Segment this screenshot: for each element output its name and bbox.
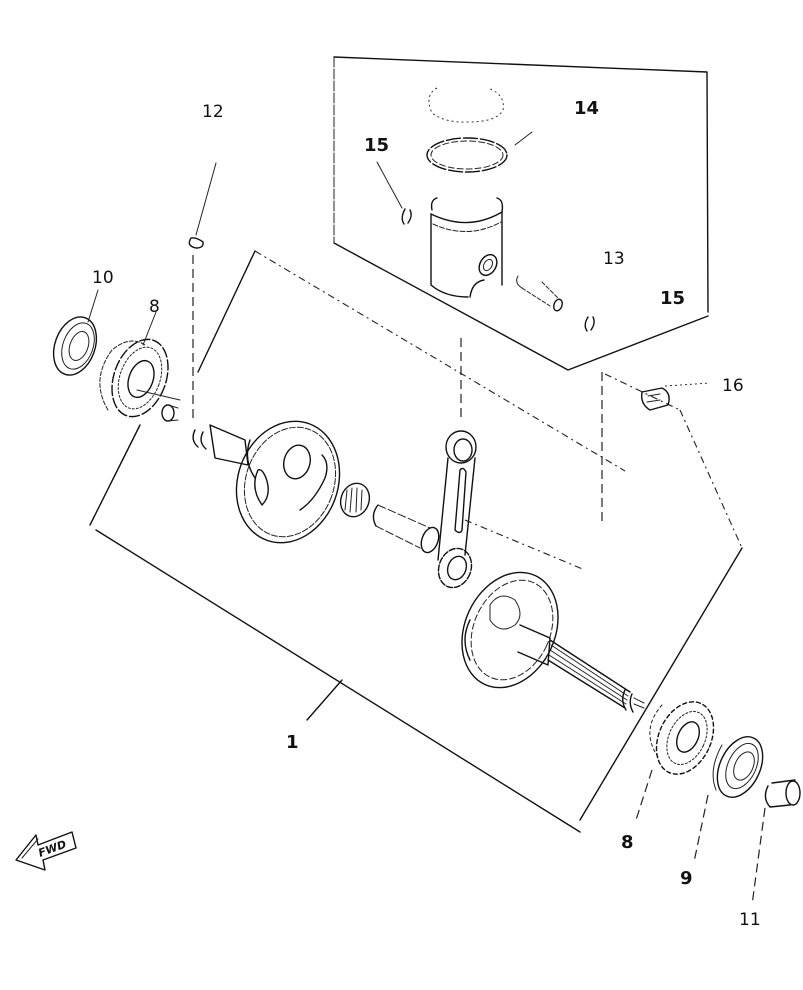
callout-11: 11: [739, 910, 761, 930]
crank-pin: [372, 504, 440, 554]
callout-9: 9: [680, 868, 693, 889]
callout-14: 14: [574, 98, 599, 119]
piston-pin-clip-right: [584, 316, 595, 332]
oil-seal-left: [52, 316, 98, 376]
woodruff-key: [188, 237, 204, 249]
small-end-bearing: [640, 387, 670, 411]
crank-web-right: [461, 571, 559, 689]
collar: [764, 779, 801, 808]
connecting-rod: [437, 430, 477, 589]
forward-arrow-icon: FWD: [15, 831, 77, 871]
bearing-left: [99, 338, 181, 418]
crank-web-left: [192, 420, 341, 544]
oil-seal-right: [712, 736, 764, 798]
crankpin-needle-bearing: [339, 482, 371, 518]
leader-lines: [87, 131, 766, 906]
callout-1: 1: [286, 732, 299, 753]
piston: [430, 197, 504, 298]
callout-8-left: 8: [149, 297, 160, 317]
piston-ring-second: [426, 137, 508, 173]
bearing-right: [649, 701, 715, 775]
callout-12: 12: [202, 102, 224, 122]
piston-pin: [516, 275, 563, 312]
piston-pin-clip-left: [401, 208, 412, 225]
callout-8-right: 8: [621, 832, 634, 853]
crank-pin-bush-left: [161, 404, 179, 422]
crankshaft-frame: [89, 250, 743, 833]
callout-10: 10: [92, 268, 114, 288]
callout-13: 13: [603, 249, 625, 269]
piston-panel-frame: [333, 56, 709, 371]
piston-ring-top: [428, 87, 504, 123]
callout-15-right: 15: [660, 288, 685, 309]
callout-15-left: 15: [364, 135, 389, 156]
callout-16: 16: [722, 376, 744, 396]
splined-shaft: [517, 624, 645, 713]
